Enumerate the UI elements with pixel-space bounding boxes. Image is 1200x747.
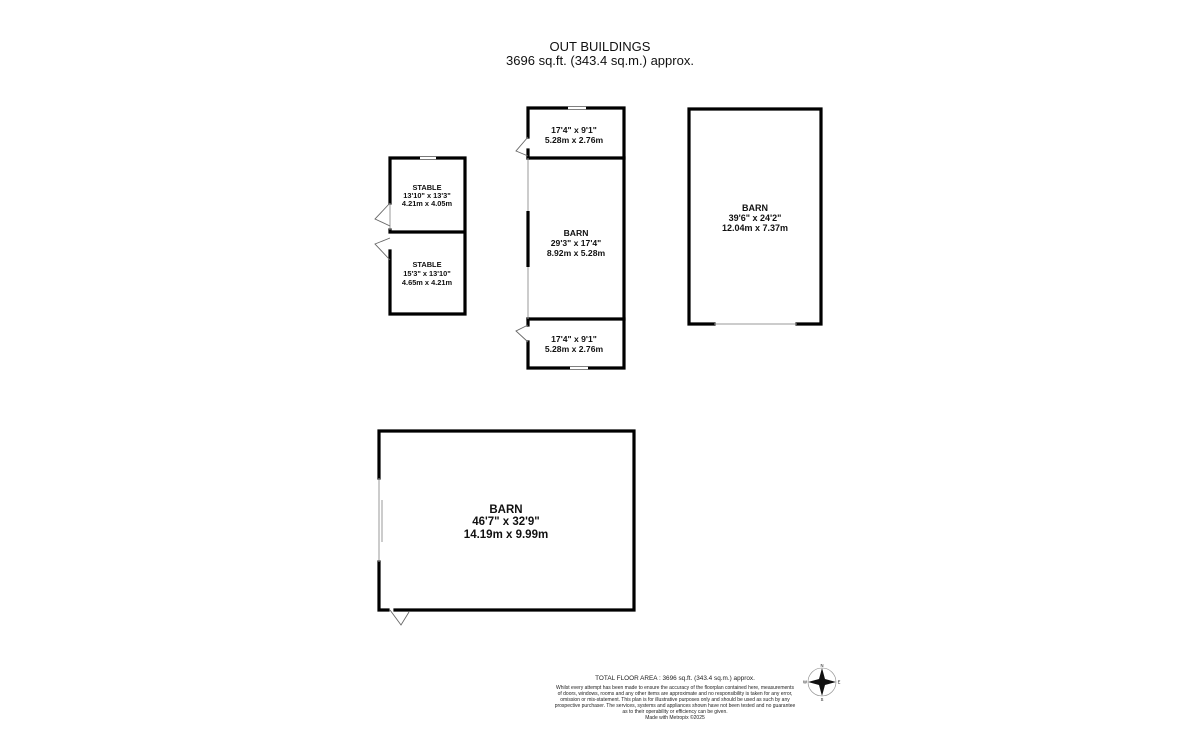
- footer-line-6: Made with Metropix ©2025: [645, 715, 705, 721]
- right-barn-name: BARN: [742, 203, 768, 213]
- compass-west: W: [803, 680, 807, 685]
- plan-area: 3696 sq.ft. (343.4 sq.m.) approx.: [506, 53, 694, 68]
- top-store-imperial: 17'4" x 9'1": [551, 125, 597, 135]
- stable-1-imperial: 13'10" x 13'3": [403, 191, 451, 200]
- footer-line-3: omission or mis-statement. This plan is …: [560, 697, 790, 703]
- stable-1-metric: 4.21m x 4.05m: [402, 199, 453, 208]
- stable-2-name: STABLE: [412, 260, 441, 269]
- bottom-store-metric: 5.28m x 2.76m: [545, 344, 604, 354]
- footer-line-1: Whilst every attempt has been made to en…: [556, 685, 794, 691]
- middle-barn-imperial: 29'3" x 17'4": [551, 238, 601, 248]
- compass-north: N: [820, 663, 823, 668]
- top-store-door: [515, 136, 529, 157]
- stable-door-2: [374, 237, 391, 261]
- large-barn-metric: 14.19m x 9.99m: [464, 529, 548, 541]
- stable-2-imperial: 15'3" x 13'10": [403, 269, 451, 278]
- top-store-metric: 5.28m x 2.76m: [545, 135, 604, 145]
- footer-line-2: of doors, windows, rooms and any other i…: [557, 691, 793, 697]
- right-barn-walls: [687, 107, 823, 326]
- stable-door-1: [374, 202, 391, 227]
- compass-east: E: [838, 680, 841, 685]
- footer-total-area: TOTAL FLOOR AREA : 3696 sq.ft. (343.4 sq…: [595, 675, 755, 682]
- stable-walls: [388, 156, 467, 316]
- footer-disclaimer: TOTAL FLOOR AREA : 3696 sq.ft. (343.4 sq…: [520, 675, 830, 721]
- large-barn-walls: [377, 429, 636, 612]
- right-barn-metric: 12.04m x 7.37m: [722, 223, 788, 233]
- large-barn-opening: [378, 478, 383, 562]
- large-barn: BARN 46'7" x 32'9" 14.19m x 9.99m: [377, 429, 636, 626]
- large-barn-door: [389, 609, 410, 626]
- large-barn-name: BARN: [489, 504, 522, 516]
- right-barn: BARN 39'6" x 24'2" 12.04m x 7.37m: [687, 107, 823, 326]
- stable-2-metric: 4.65m x 4.21m: [402, 278, 453, 287]
- bottom-store-door: [515, 324, 529, 343]
- plan-title: OUT BUILDINGS: [549, 39, 651, 54]
- middle-barn-name: BARN: [564, 228, 589, 238]
- compass-icon: N S E W: [803, 663, 841, 702]
- footer-line-5: as to their operability or efficiency ca…: [622, 709, 728, 715]
- right-barn-imperial: 39'6" x 24'2": [729, 213, 782, 223]
- footer-line-4: prospective purchaser. The services, sys…: [554, 703, 796, 709]
- compass-south: S: [821, 697, 824, 702]
- stable-1-name: STABLE: [412, 183, 441, 192]
- large-barn-imperial: 46'7" x 32'9": [472, 516, 540, 528]
- middle-barn-metric: 8.92m x 5.28m: [547, 248, 606, 258]
- middle-barn-block: 17'4" x 9'1" 5.28m x 2.76m BARN 29'3" x …: [515, 106, 626, 370]
- middle-block-walls: [526, 106, 626, 370]
- stable-block: STABLE 13'10" x 13'3" 4.21m x 4.05m STAB…: [374, 156, 467, 316]
- bottom-store-imperial: 17'4" x 9'1": [551, 334, 597, 344]
